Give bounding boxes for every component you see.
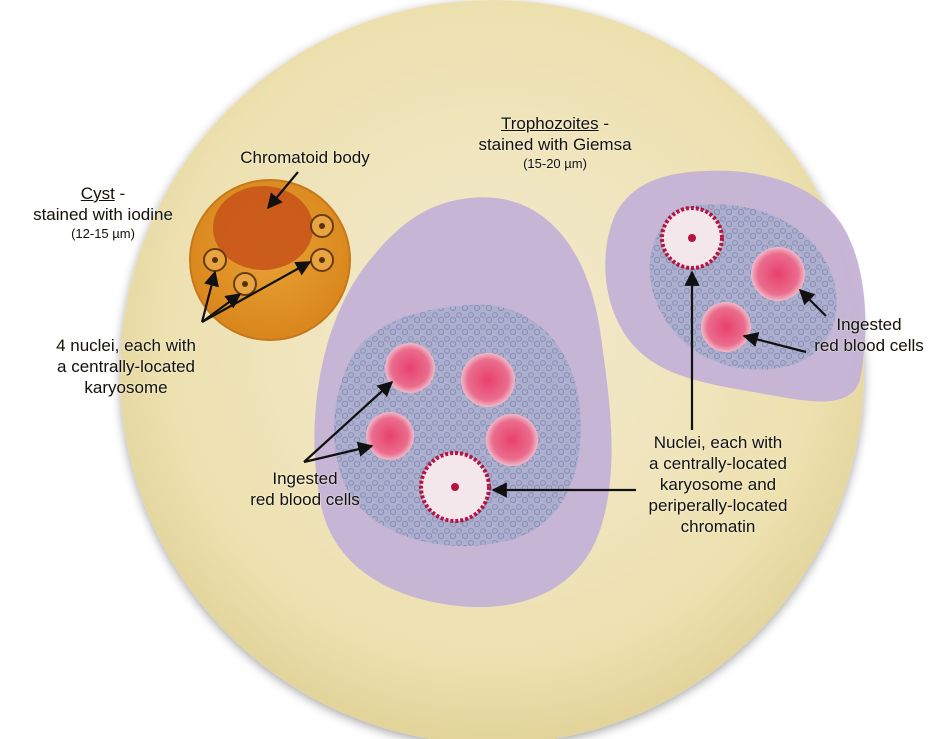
four-nuclei-line-2: a centrally-located <box>26 356 226 377</box>
four-nuclei-line-1: 4 nuclei, each with <box>26 335 226 356</box>
rbc-left-line-1: Ingested <box>230 468 380 489</box>
four-nuclei-line-3: karyosome <box>26 377 226 398</box>
nucleus-karyosome <box>688 234 696 242</box>
rbc-left-line-2: red blood cells <box>230 489 380 510</box>
tropho-title: Trophozoites <box>501 114 599 133</box>
trophozoites-label: Trophozoites - stained with Giemsa (15-2… <box>450 113 660 172</box>
karyosome <box>319 257 325 263</box>
nucleus-right <box>662 208 722 268</box>
nucleus-karyosome <box>451 483 459 491</box>
cyst-dash: - <box>115 184 125 203</box>
rbc-right-label: Ingested red blood cells <box>796 314 942 356</box>
nuclei-line-5: chromatin <box>630 516 806 537</box>
nuclei-line-4: periperally-located <box>630 495 806 516</box>
rbc-right-line-1: Ingested <box>796 314 942 335</box>
rbc <box>461 353 515 407</box>
karyosome <box>319 223 325 229</box>
cyst-size: (12-15 µm) <box>8 225 198 242</box>
rbc <box>366 412 414 460</box>
four-nuclei-label: 4 nuclei, each with a centrally-located … <box>26 335 226 398</box>
chromatoid-label: Chromatoid body <box>220 147 390 168</box>
nuclei-line-3: karyosome and <box>630 474 806 495</box>
karyosome <box>212 257 218 263</box>
rbc <box>385 343 435 393</box>
karyosome <box>242 281 248 287</box>
tropho-stain: stained with Giemsa <box>450 134 660 155</box>
rbc-right-line-2: red blood cells <box>796 335 942 356</box>
rbc <box>486 414 538 466</box>
rbc-left-label: Ingested red blood cells <box>230 468 380 510</box>
rbc <box>751 247 805 301</box>
cyst-stain: stained with iodine <box>8 204 198 225</box>
tropho-size: (15-20 µm) <box>450 155 660 172</box>
nuclei-line-1: Nuclei, each with <box>630 432 806 453</box>
cyst-title: Cyst <box>81 184 115 203</box>
tropho-dash: - <box>599 114 609 133</box>
chromatoid-text: Chromatoid body <box>220 147 390 168</box>
nucleus-left <box>421 453 489 521</box>
nuclei-label: Nuclei, each with a centrally-located ka… <box>630 432 806 537</box>
cyst-label: Cyst - stained with iodine (12-15 µm) <box>8 183 198 242</box>
chromatoid-body <box>213 186 313 270</box>
rbc <box>701 302 751 352</box>
nuclei-line-2: a centrally-located <box>630 453 806 474</box>
